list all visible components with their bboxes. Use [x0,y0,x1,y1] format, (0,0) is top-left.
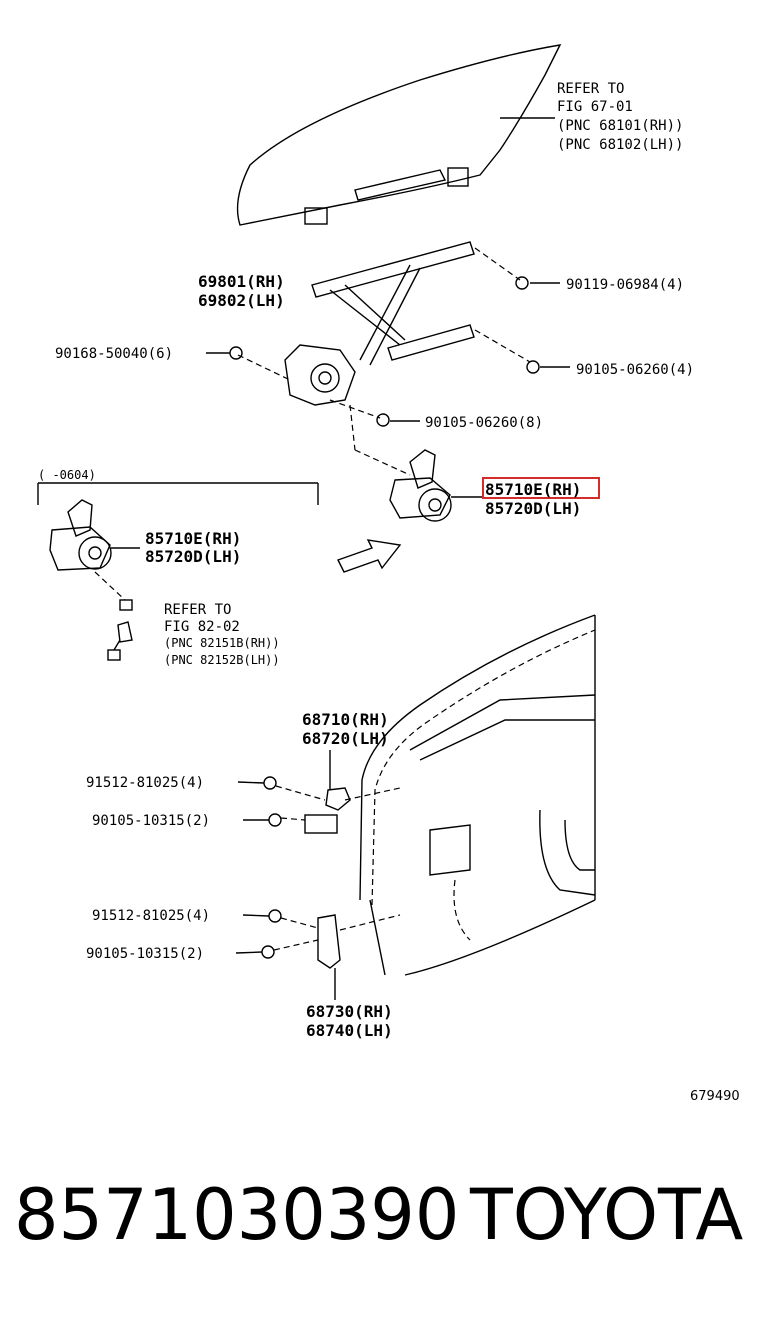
refer-fig67-line1: REFER TO [557,81,624,97]
hinge-lower-rh-label: 68730(RH) [306,1002,393,1021]
diagram-id: 679490 [690,1089,740,1104]
bolt-90105-d-label: 90105-10315(2) [86,946,204,962]
hinge-lower-lh-label: 68740(LH) [306,1021,393,1040]
bolt-icons-hinge [235,776,326,959]
refer-fig67-line2: FIG 67-01 [557,99,633,115]
date-bracket [37,482,319,505]
highlight-box [482,477,600,499]
refer-fig67-line4: (PNC 68102(LH)) [557,137,683,153]
bolt-90119-label: 90119-06984(4) [566,277,684,293]
regulator-rh-label: 69801(RH) [198,272,285,291]
motor-old-lh-label: 85720D(LH) [145,547,241,566]
bolt-90105-c-label: 90105-10315(2) [92,813,210,829]
window-motor-main [389,449,482,522]
window-regulator [284,241,475,406]
brand-name: TOYOTA [470,1174,744,1256]
refer-fig67-line3: (PNC 68101(RH)) [557,118,683,134]
bolt-90168-label: 90168-50040(6) [55,346,173,362]
refer-fig82-line4: (PNC 82152B(LH)) [164,653,280,667]
bolt-90105-b-label: 90105-06260(8) [425,415,543,431]
hinge-lower [317,914,401,1000]
arrow-icon [337,539,402,573]
regulator-lh-label: 69802(LH) [198,291,285,310]
refer-fig82-line1: REFER TO [164,602,231,618]
window-motor-old [49,499,140,661]
bolt-91512-b-label: 91512-81025(4) [92,908,210,924]
refer-fig82-line2: FIG 82-02 [164,619,240,635]
bolt-91512-a-label: 91512-81025(4) [86,775,204,791]
car-body-door-opening [359,614,596,976]
bolt-90105-a-label: 90105-06260(4) [576,362,694,378]
motor-main-rh-label: 85710E(RH) [485,480,581,499]
hinge-upper [304,750,401,834]
motor-old-rh-label: 85710E(RH) [145,529,241,548]
refer-fig82-line3: (PNC 82151B(RH)) [164,636,280,650]
leader-lines-top [206,247,570,476]
door-glass [236,44,562,226]
hinge-upper-rh-label: 68710(RH) [302,710,389,729]
part-number: 8571030390 [14,1174,460,1256]
bolt-icons-top [229,276,540,427]
date-range-label: ( -0604) [38,468,96,482]
hinge-upper-lh-label: 68720(LH) [302,729,389,748]
motor-main-lh-label: 85720D(LH) [485,499,581,518]
